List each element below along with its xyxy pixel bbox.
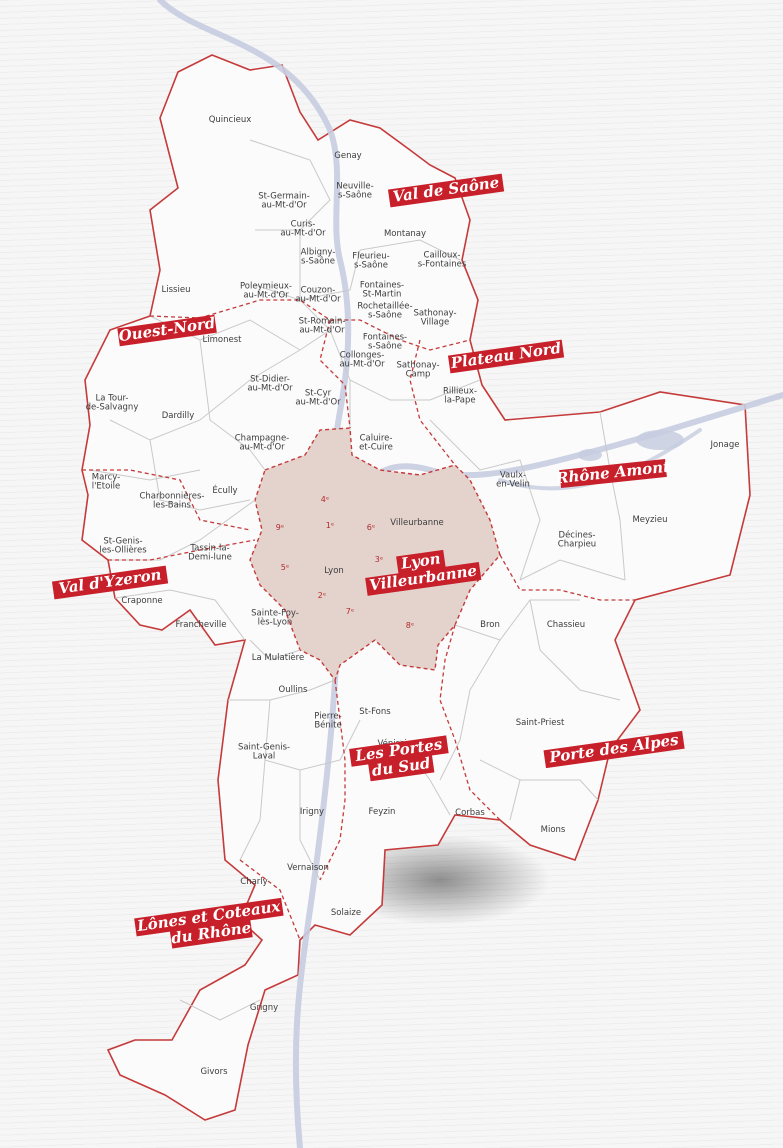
commune-label: Sathonay-Village (413, 309, 456, 328)
miribel-lake (578, 449, 602, 461)
commune-label: Sainte-Foy-lès-Lyon (251, 609, 299, 628)
commune-label: St-Germain-au-Mt-d'Or (258, 192, 310, 211)
commune-label: Pierre-Bénite (314, 712, 341, 731)
commune-label: Dardilly (162, 411, 195, 421)
sector-label-box (365, 562, 482, 596)
arrondissement-label: 9ᵉ (276, 523, 284, 532)
commune-label: Chassieu (547, 620, 585, 630)
sector-label-box (134, 897, 284, 937)
commune-label: Grigny (250, 1003, 278, 1013)
commune-label: Mions (541, 825, 566, 835)
commune-label: Fleurieu-s-Saône (352, 252, 389, 271)
commune-label: Curis-au-Mt-d'Or (280, 220, 326, 239)
commune-label: St-Genis-les-Ollières (99, 537, 147, 556)
sector-label-box (368, 754, 435, 782)
commune-label: Couzon-au-Mt-d'Or (295, 286, 341, 305)
grand-large-lake (636, 430, 684, 450)
lyon-villeurbanne-area (249, 427, 501, 682)
arrondissement-label: 8ᵉ (406, 621, 414, 630)
arrondissement-label: 1ᵉ (326, 521, 334, 530)
commune-label: Caluire-et-Cuire (359, 434, 393, 453)
commune-label: Francheville (176, 620, 227, 630)
commune-label: Genay (334, 151, 361, 161)
commune-label: Corbas (455, 808, 485, 818)
commune-label: Lyon (324, 566, 344, 576)
commune-label: Tassin-la-Demi-lune (188, 544, 232, 563)
sector-label-box (349, 735, 449, 767)
arrondissement-label: 2ᵉ (318, 591, 326, 600)
commune-label: Saint-Priest (516, 718, 565, 728)
commune-label: Saint-Genis-Laval (238, 743, 290, 762)
arrondissement-label: 4ᵉ (321, 495, 329, 504)
commune-label: Décines-Charpieu (558, 530, 596, 550)
sector-label-box (51, 565, 169, 600)
commune-label: Villeurbanne (390, 518, 443, 528)
commune-label: Sathonay-Camp (396, 361, 439, 380)
commune-label: St-Fons (359, 707, 391, 717)
commune-label: Marcy-l'Etoile (92, 473, 121, 492)
commune-label: Oullins (279, 685, 309, 695)
commune-label: Craponne (121, 596, 162, 606)
commune-label: La Mulatière (252, 652, 304, 663)
sector-label-box (169, 919, 253, 949)
commune-label: Lissieu (162, 285, 191, 295)
commune-label: Feyzin (369, 807, 396, 817)
commune-label: Cailloux-s-Fontaines (418, 251, 467, 270)
commune-label: Poleymieux-au-Mt-d'Or (240, 282, 292, 301)
commune-label: Givors (200, 1067, 228, 1077)
commune-label: Jonage (710, 440, 740, 450)
commune-label: Charbonnières-les-Bains (139, 491, 204, 511)
commune-label: Vernaison (287, 863, 329, 873)
commune-label: Collonges-au-Mt-d'Or (339, 351, 385, 370)
commune-label: Écully (212, 484, 237, 496)
arrondissement-label: 7ᵉ (346, 607, 354, 616)
saone-river (157, 0, 352, 473)
commune-label: Bron (480, 620, 500, 630)
sector-label-box (117, 314, 217, 347)
sector-borders (82, 299, 635, 941)
sector-label-box (396, 549, 446, 575)
commune-label: Neuville-s-Saône (336, 182, 373, 201)
commune-label: Solaize (331, 908, 361, 918)
arrondissement-label: 3ᵉ (375, 555, 383, 564)
sector-label-text: Lyon (399, 549, 442, 572)
sector-label-box (559, 458, 667, 489)
commune-label: Rillieux-la-Pape (443, 387, 477, 406)
arrondissement-label: 5ᵉ (281, 563, 289, 572)
commune-label: Charly (240, 877, 267, 887)
commune-label: Albigny-s-Saône (301, 248, 336, 267)
commune-borders (89, 139, 626, 1021)
sector-label-box (387, 173, 505, 208)
commune-label: Meyzieu (632, 515, 667, 525)
commune-label: Vaulx-en-Velin (496, 471, 530, 490)
commune-label: Champagne-au-Mt-d'Or (235, 434, 290, 453)
commune-label: Irigny (300, 807, 324, 817)
commune-label: St-Didier-au-Mt-d'Or (247, 375, 293, 394)
sector-label-box (543, 730, 685, 769)
commune-label: La Tour-de-Salvagny (86, 394, 139, 413)
commune-labels: QuincieuxGenayNeuville-s-SaôneSt-Germain… (86, 115, 740, 1077)
commune-label: Quincieux (209, 115, 252, 125)
commune-label: Montanay (384, 229, 426, 239)
arrondissement-label: 6ᵉ (367, 523, 375, 532)
sector-label-box (447, 339, 565, 374)
arrondissement-labels: 1ᵉ 2ᵉ 3ᵉ 4ᵉ 5ᵉ 6ᵉ 7ᵉ 8ᵉ 9ᵉ (276, 495, 414, 630)
commune-label: Rochetaillée-s-Saône (357, 301, 412, 321)
commune-label: Fontaines-s-Saône (363, 333, 407, 352)
commune-label: Fontaines-St-Martin (360, 281, 404, 300)
commune-label: Limonest (203, 335, 243, 345)
commune-label: St-Romain-au-Mt-d'Or (299, 317, 346, 336)
